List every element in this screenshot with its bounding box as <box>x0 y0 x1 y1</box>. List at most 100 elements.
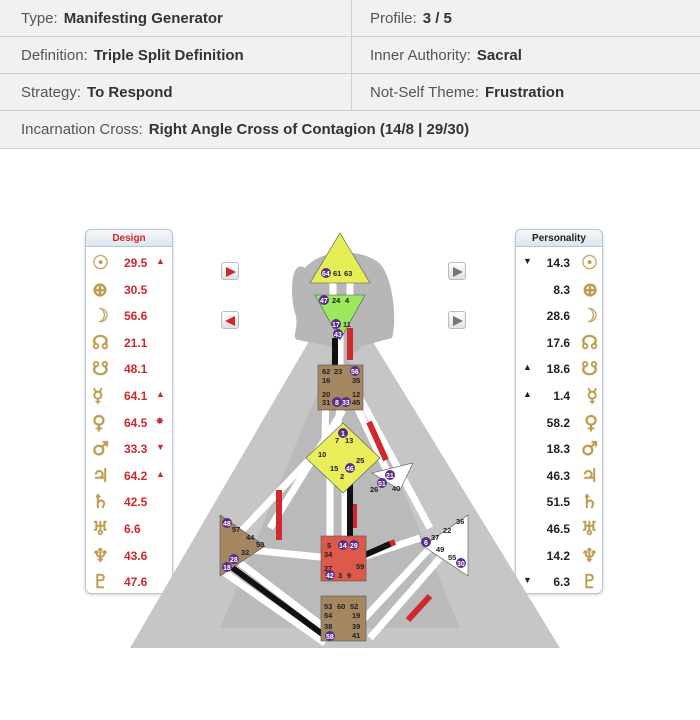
design-prev-button[interactable] <box>221 311 239 329</box>
south-node-icon: ☋ <box>581 358 598 381</box>
design-gate-value: 48.1 <box>124 362 148 377</box>
personality-gate-value: 51.5 <box>546 495 570 510</box>
moon-icon: ☽ <box>92 305 110 328</box>
design-planet-row[interactable]: ☽56.6 <box>86 305 174 327</box>
gate-label: 9 <box>347 571 351 580</box>
gate-label: 27 <box>324 564 332 573</box>
design-planet-row[interactable]: ♆43.6 <box>86 545 174 567</box>
gate-label: 19 <box>352 611 360 620</box>
gate-label: 35 <box>352 376 360 385</box>
personality-gate-value: 8.3 <box>553 282 570 297</box>
gate-label: 22 <box>443 526 451 535</box>
gate-label: 4 <box>345 296 350 305</box>
authority-cell: Inner Authority:Sacral <box>351 37 700 73</box>
ajna-center <box>314 294 366 341</box>
info-row: Strategy:To Respond Not-Self Theme:Frust… <box>0 74 700 111</box>
type-cell: Type: Manifesting Generator <box>0 0 351 36</box>
personality-planet-row[interactable]: ♅ 46.5 <box>516 518 604 540</box>
design-planet-row[interactable]: ☊21.1 <box>86 332 174 354</box>
personality-gate-value: 28.6 <box>546 309 570 324</box>
personality-prev-button[interactable] <box>448 311 466 329</box>
cross-cell: Incarnation Cross:Right Angle Cross of C… <box>0 111 700 148</box>
gate-label: 50 <box>256 540 264 549</box>
personality-gate-value: 14.3 <box>546 256 570 270</box>
gate-label: 28 <box>230 557 238 564</box>
personality-planet-row[interactable]: ♀58.2 <box>516 412 604 434</box>
gate-label: 11 <box>343 320 351 329</box>
gate-label: 8 <box>335 400 339 407</box>
gate-label: 36 <box>456 517 464 526</box>
personality-planet-row[interactable]: ☉14.3▼ <box>516 252 604 274</box>
gate-label: 63 <box>344 269 352 278</box>
gate-label: 51 <box>378 481 386 488</box>
pluto-icon: ♇ <box>92 571 110 594</box>
neptune-icon: ♆ <box>580 544 598 567</box>
design-gate-value: 47.6 <box>124 575 148 590</box>
design-planet-row[interactable]: ☉29.5▲ <box>86 252 174 274</box>
north-node-icon: ☊ <box>92 331 109 354</box>
gate-label: 40 <box>392 484 400 493</box>
personality-gate-value: 1.4 <box>553 389 570 403</box>
personality-planet-row[interactable]: ♇6.3▼ <box>516 571 604 593</box>
earth-icon: ⊕ <box>92 278 108 301</box>
personality-planet-row[interactable]: ♃46.3 <box>516 465 604 487</box>
authority-label: Inner Authority: <box>370 46 471 64</box>
gate-label: 32 <box>241 548 249 557</box>
personality-gate-value: 14.2 <box>546 548 570 563</box>
design-planet-row[interactable]: ♃64.2▲ <box>86 465 174 487</box>
design-gate-value: 64.2 <box>124 468 148 483</box>
personality-planet-row[interactable]: ♆ 14.2 <box>516 545 604 567</box>
personality-planet-row[interactable]: ☋18.6▲ <box>516 358 604 380</box>
neptune-icon: ♆ <box>92 544 110 567</box>
personality-planet-row[interactable]: ☿1.4▲ <box>516 385 604 407</box>
chart-info-table: Type: Manifesting Generator Profile: 3 / 5… <box>0 0 700 149</box>
personality-next-button[interactable] <box>448 262 466 280</box>
gate-label: 60 <box>337 602 345 611</box>
uranus-icon: ♅ <box>580 518 598 540</box>
design-planet-row[interactable]: ♄42.5 <box>86 491 174 513</box>
gate-label: 38 <box>324 622 332 631</box>
design-panel: Design ☉29.5▲⊕30.5☽56.6☊21.1☋48.1☿64.1▲♀… <box>85 229 173 594</box>
gate-label: 7 <box>335 436 339 445</box>
gate-label: 47 <box>320 298 328 305</box>
design-fixing-mark: ▲ <box>156 389 165 399</box>
profile-label: Profile: <box>370 9 417 27</box>
personality-planet-row[interactable]: ♄51.5 <box>516 491 604 513</box>
gate-label: 31 <box>322 398 330 407</box>
personality-fixing-mark: ▲ <box>523 389 532 399</box>
gate-label: 34 <box>324 550 333 559</box>
design-next-button[interactable] <box>221 262 239 280</box>
design-planet-row[interactable]: ☿64.1▲ <box>86 385 174 407</box>
root-center <box>320 595 367 642</box>
design-planet-row[interactable]: ⊕ 30.5 <box>86 279 174 301</box>
personality-planet-row[interactable]: ♂18.3 <box>516 438 604 460</box>
design-planet-row[interactable]: ♀64.5✸ <box>86 412 174 434</box>
gate-label: 58 <box>326 634 334 641</box>
mercury-icon: ☿ <box>92 385 104 407</box>
gate-label: 49 <box>436 545 444 554</box>
cross-value: Right Angle Cross of Contagion (14/8 | 2… <box>148 121 470 138</box>
design-planet-row[interactable]: ♂33.3▼ <box>86 438 174 460</box>
type-value: Manifesting Generator <box>63 9 223 27</box>
design-planet-row[interactable]: ♇ 47.6 <box>86 571 174 593</box>
gate-label: 41 <box>352 631 360 640</box>
personality-planet-row[interactable]: ☽28.6 <box>516 305 604 327</box>
design-planet-row[interactable]: ♅6.6 <box>86 518 174 540</box>
info-row: Definition:Triple Split Definition Inner… <box>0 37 700 74</box>
personality-fixing-mark: ▼ <box>523 256 532 266</box>
design-gate-value: 30.5 <box>124 282 148 297</box>
gate-labels: 64 61 63 47 24 4 17 11 43 62 23 56 16 35… <box>222 268 466 641</box>
design-fixing-mark: ▲ <box>156 256 165 266</box>
gate-label: 43 <box>334 332 342 339</box>
profile-value: 3 / 5 <box>422 9 452 27</box>
venus-icon: ♀ <box>584 411 598 434</box>
personality-planet-row[interactable]: ⊕8.3 <box>516 279 604 301</box>
gate-label: 57 <box>232 525 240 534</box>
design-planet-row[interactable]: ☋48.1 <box>86 358 174 380</box>
personality-planet-row[interactable]: ☊17.6 <box>516 332 604 354</box>
gate-label: 10 <box>318 450 326 459</box>
type-label: Type: <box>21 9 58 27</box>
bodygraph: 64 61 63 47 24 4 17 11 43 62 23 56 16 35… <box>130 232 560 648</box>
personality-gate-value: 46.5 <box>546 522 570 536</box>
notself-label: Not-Self Theme: <box>370 83 479 101</box>
